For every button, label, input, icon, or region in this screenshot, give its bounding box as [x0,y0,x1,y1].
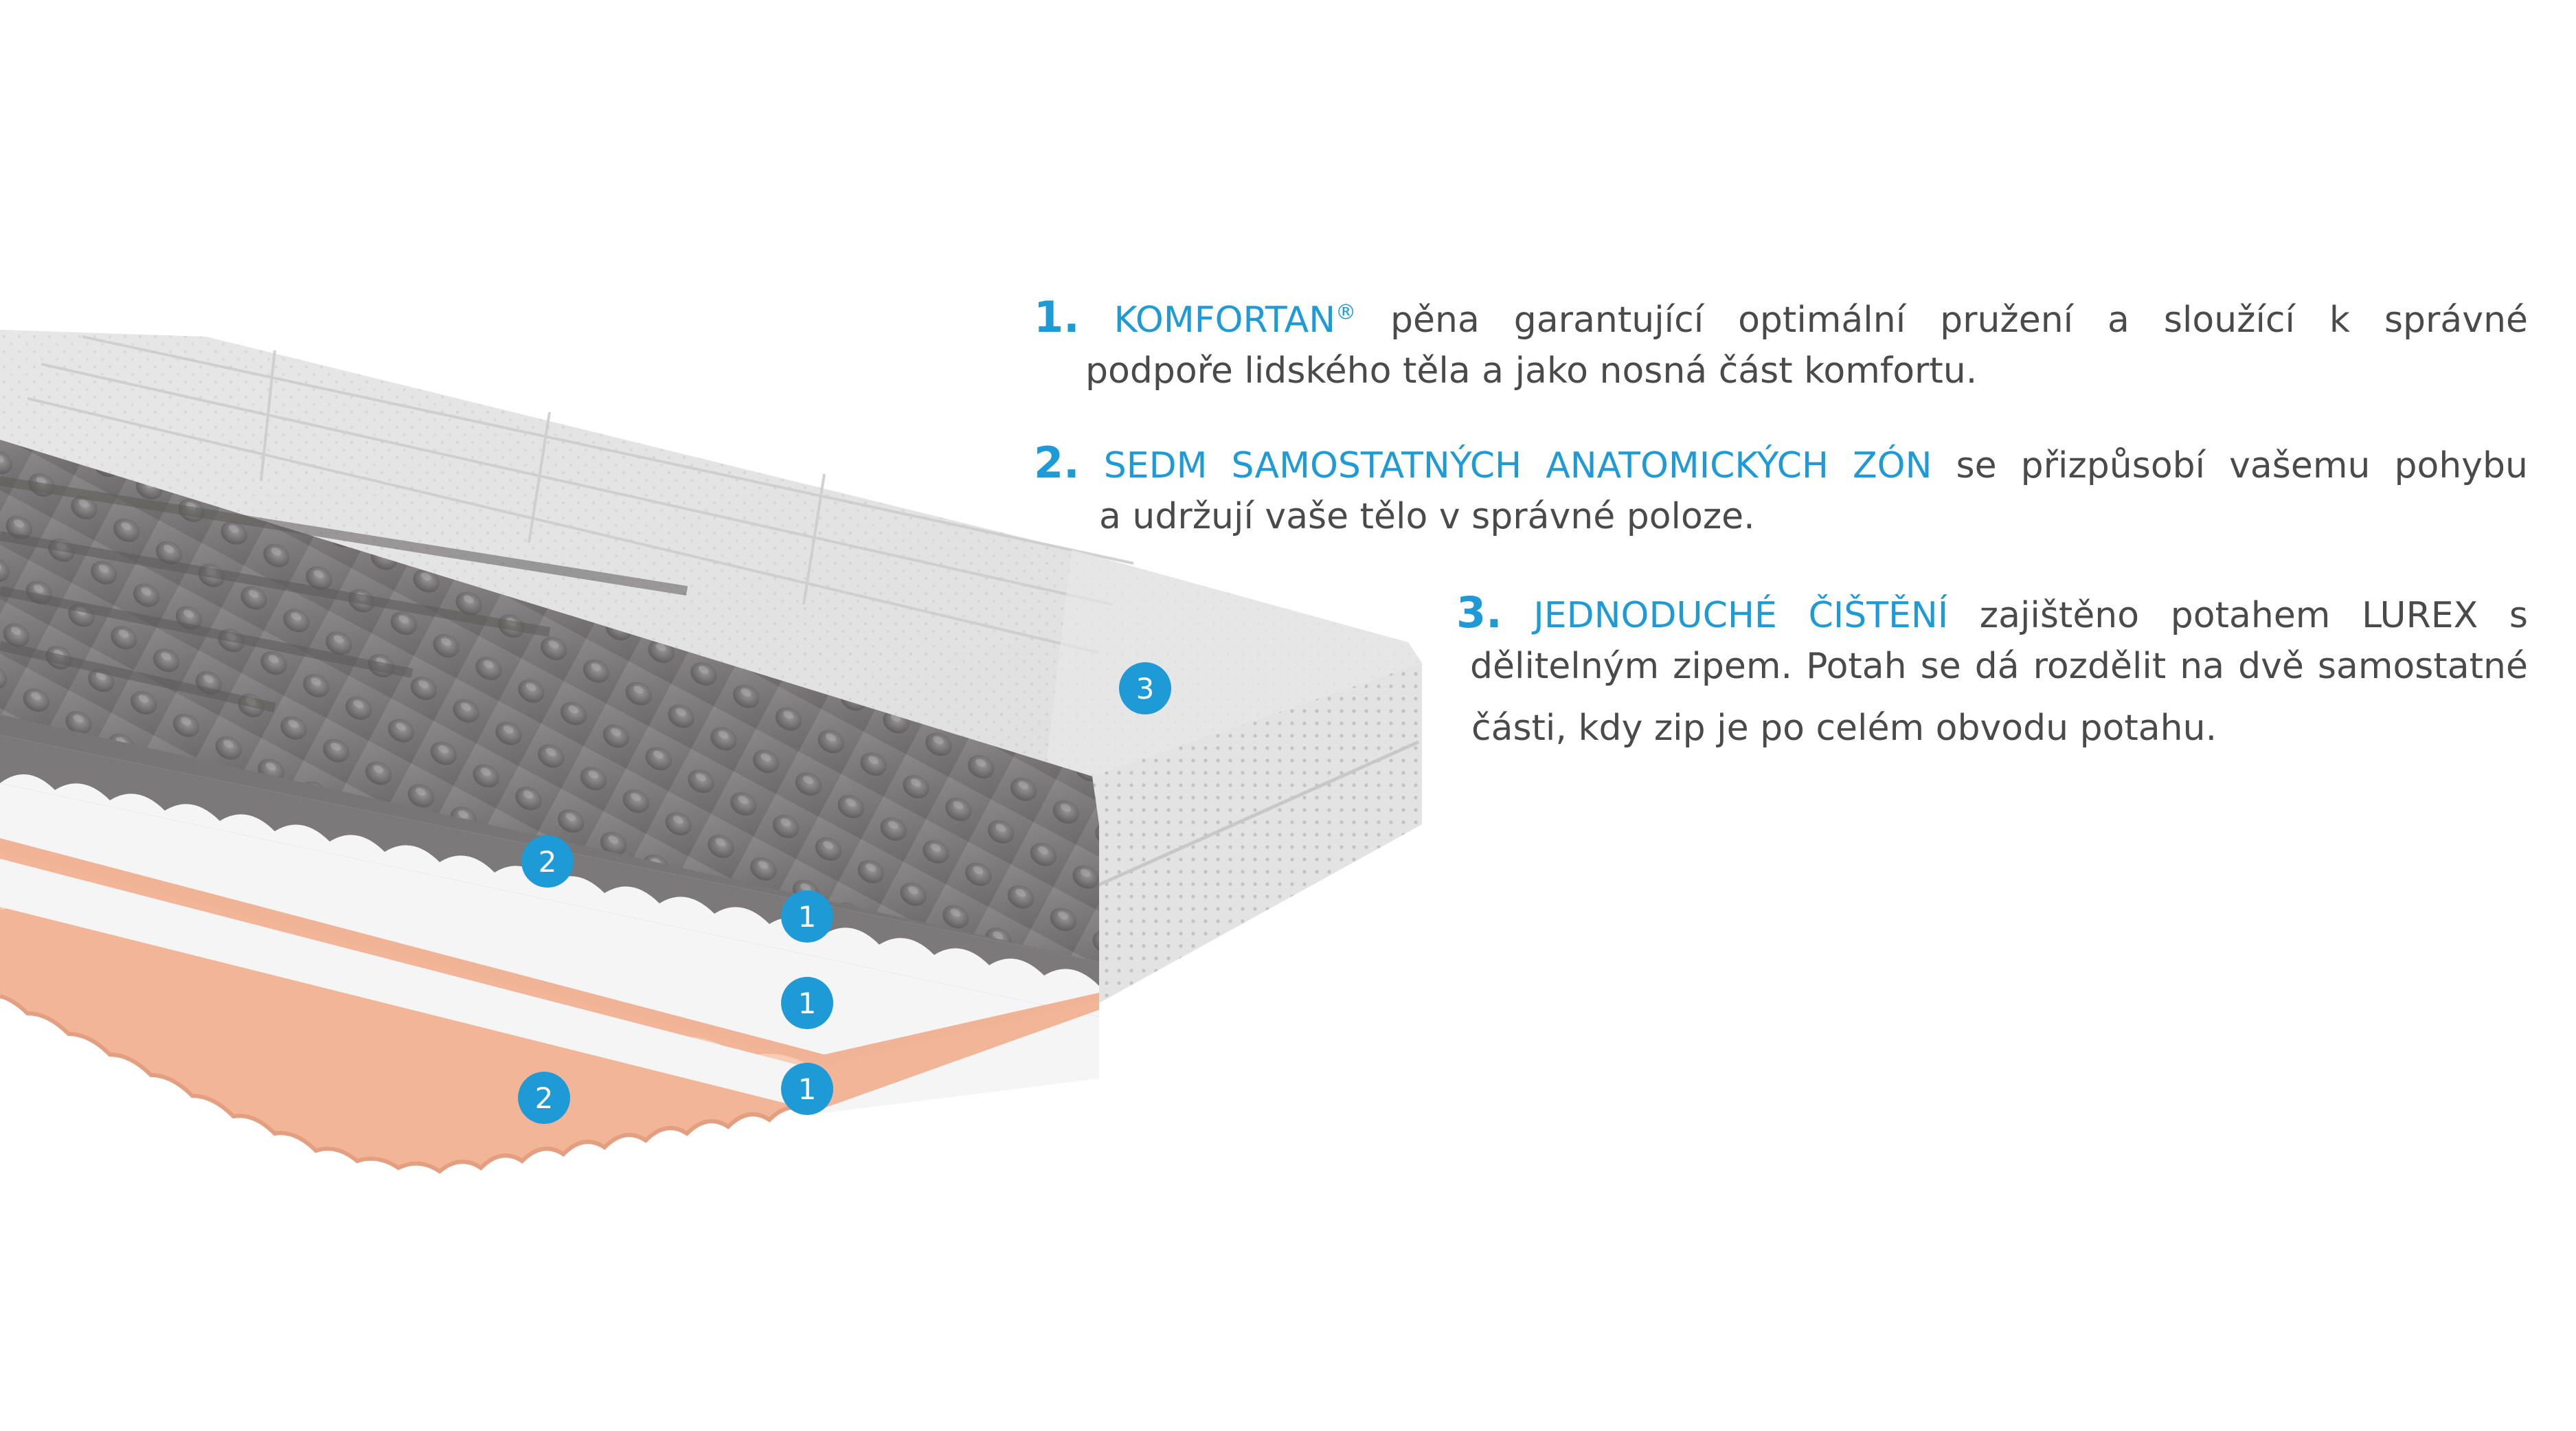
feature-2-highlight: SEDM SAMOSTATNÝCH ANATOMICKÝCH ZÓN [1103,445,1932,486]
svg-text:1: 1 [798,1072,817,1106]
feature-1-text: pěna garantující optimální pružení a slo… [1390,300,2529,341]
svg-text:1: 1 [798,900,817,934]
svg-text:2: 2 [539,845,557,879]
feature-3-text: zajištěno potahem LUREX s [1979,595,2529,636]
feature-1: 1. KOMFORTAN® pěna garantující optimální… [1034,292,2528,396]
feature-3-highlight: JEDNODUCHÉ ČIŠTĚNÍ [1533,595,1949,636]
feature-2-line-1: 2. SEDM SAMOSTATNÝCH ANATOMICKÝCH ZÓN se… [1034,438,2528,491]
feature-3-line-3: části, kdy zip je po celém obvodu potahu… [1471,708,2217,749]
feature-3-line-1: 3. JEDNODUCHÉ ČIŠTĚNÍ zajištěno potahem … [1456,587,2528,641]
feature-2: 2. SEDM SAMOSTATNÝCH ANATOMICKÝCH ZÓN se… [1034,438,2528,542]
svg-text:1: 1 [798,987,817,1020]
feature-1-registered-mark: ® [1335,300,1357,325]
marker-foam-core: 1 [781,977,833,1029]
svg-text:3: 3 [1136,672,1155,706]
marker-zones-bottom: 2 [518,1072,570,1124]
feature-1-number: 1. [1034,292,1080,342]
feature-2-line-2: a udržují vaše tělo v správné poloze. [1099,496,1755,537]
marker-cover: 3 [1119,662,1171,714]
marker-foam-bottom: 1 [781,1063,833,1115]
feature-3-line-2: dělitelným zipem. Potah se dá rozdělit n… [1470,646,2528,687]
feature-1-highlight: KOMFORTAN [1114,300,1336,341]
feature-2-text: se přizpůsobí vašemu pohybu [1956,445,2529,486]
egg-crate-foam-layer [0,440,1099,962]
feature-3-number: 3. [1456,587,1502,638]
svg-text:2: 2 [535,1081,554,1115]
feature-1-line-2: podpoře lidského těla a jako nosná část … [1085,350,1978,392]
feature-3: 3. JEDNODUCHÉ ČIŠTĚNÍ zajištěno potahem … [1456,587,2528,754]
marker-foam-top: 1 [781,890,833,943]
marker-zones-top: 2 [521,835,574,888]
feature-1-line-1: 1. KOMFORTAN® pěna garantující optimální… [1034,292,2528,346]
feature-2-number: 2. [1034,438,1080,488]
